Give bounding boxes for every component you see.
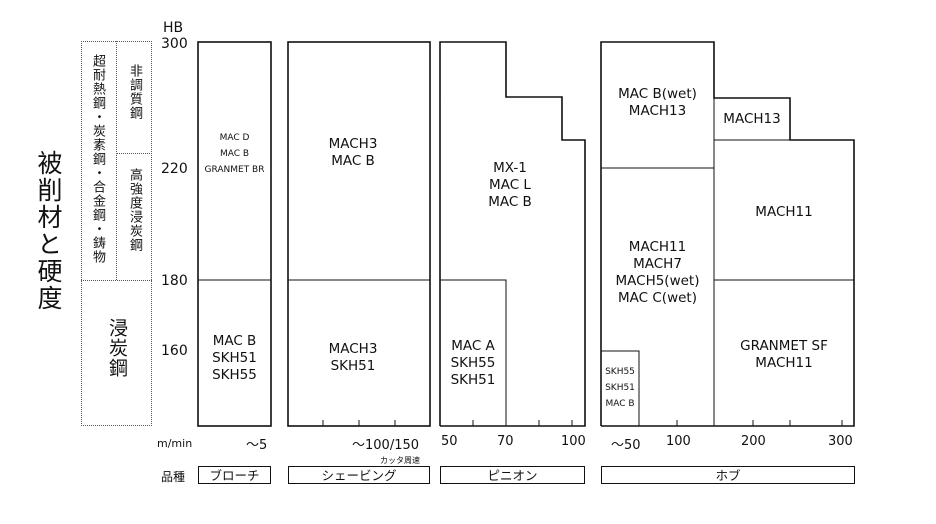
x-tick-pinion-70: 70 [497, 434, 514, 449]
pinion-lower-box [440, 279, 507, 426]
pinion-lower-grades: MAC A SKH55 SKH51 [450, 338, 496, 388]
x-tick-hob-100: 100 [666, 434, 691, 449]
x-tick-hob-200: 200 [741, 434, 766, 449]
hob-low-right-grades: GRANMET SF MACH11 [740, 338, 828, 371]
shaving-upper-grades: MACH3 MAC B [328, 136, 378, 169]
hob-top-mid-grades: MACH13 [723, 111, 781, 127]
pinion-upper-grades: MX-1 MAC L MAC B [488, 160, 532, 210]
y-tick-180: 180 [161, 273, 188, 289]
hob-mid-right-grades: MACH11 [755, 204, 813, 220]
hob-top-left-grades: MAC B(wet) MACH13 [618, 86, 697, 119]
x-tick-broach: ～5 [246, 438, 268, 453]
product-type-broach: ブローチ [198, 466, 271, 484]
x-tick-pinion-50: 50 [441, 434, 458, 449]
material-group-a-sub2-label: 高強度浸炭鋼 [127, 168, 142, 252]
material-group-divider-main [81, 280, 152, 281]
product-type-pinion: ピニオン [440, 466, 585, 484]
x-tick-pinion-100: 100 [561, 434, 586, 449]
y-tick-160: 160 [161, 343, 188, 359]
x-tick-hob-50: ～50 [611, 438, 641, 453]
x-tick-shaving: ～100/150 [352, 438, 420, 453]
page-title: 被削材と硬度 [34, 150, 63, 312]
product-type-hob: ホブ [601, 466, 855, 484]
x-tick-hob-300: 300 [828, 434, 853, 449]
broach-upper-grades: MAC D MAC B GRANMET BR [204, 133, 265, 175]
product-type-shaving: シェービング [288, 466, 430, 484]
hob-small-grades: SKH55 SKH51 MAC B [605, 367, 635, 409]
broach-lower-grades: MAC B SKH51 SKH55 [212, 333, 257, 383]
y-axis-unit: HB [163, 20, 184, 36]
material-group-a-label: 超耐熱鋼・炭素鋼・合金鋼・鋳物 [90, 54, 105, 264]
pinion-outline [439, 41, 586, 427]
material-group-divider-vertical [116, 41, 117, 280]
material-group-divider-sub [116, 153, 152, 154]
y-tick-220: 220 [161, 161, 188, 177]
x-axis-note: カッタ周速 [380, 456, 420, 465]
hob-small-box [601, 350, 640, 426]
x-axis-unit: m/min [157, 437, 193, 450]
broach-box [197, 41, 272, 427]
material-group-a-sub1-label: 非調質鋼 [127, 64, 142, 120]
y-tick-300: 300 [161, 36, 188, 52]
product-type-label: 品種 [161, 470, 186, 484]
hob-outline [600, 41, 855, 427]
hob-mid-left-grades: MACH11 MACH7 MACH5(wet) MAC C(wet) [615, 239, 700, 306]
material-group-b-label: 浸炭鋼 [106, 318, 128, 378]
shaving-lower-grades: MACH3 SKH51 [328, 341, 378, 374]
x-axis-tick-marks [322, 420, 843, 426]
